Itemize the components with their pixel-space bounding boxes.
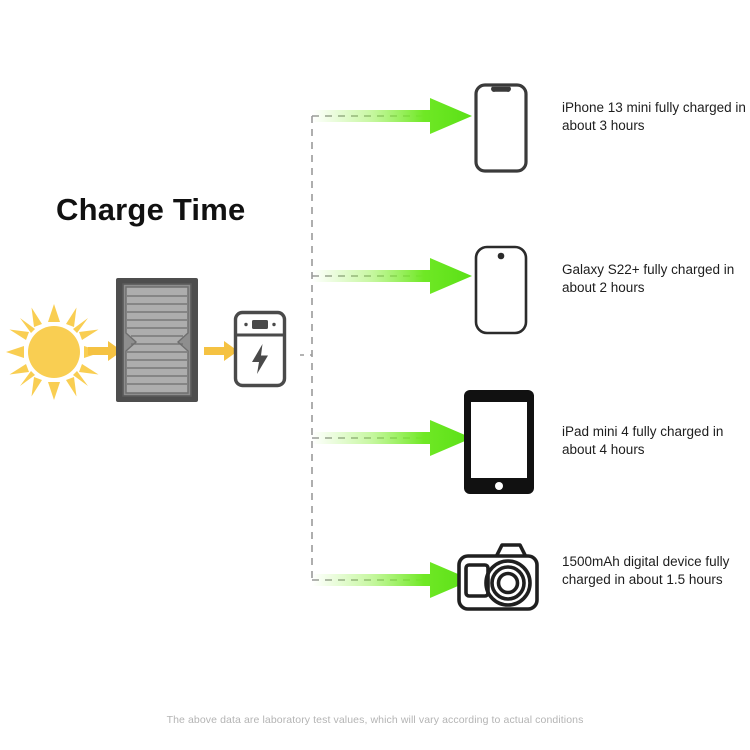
dashed-connector-tree	[284, 100, 470, 600]
iphone-icon	[474, 83, 528, 173]
camera-icon	[456, 539, 540, 613]
page-title: Charge Time	[56, 192, 246, 227]
power-station-icon	[233, 310, 287, 388]
green-arrow-icon-device-1	[312, 94, 472, 138]
green-arrow-icon-device-2	[312, 254, 472, 298]
solar-panel-icon	[116, 278, 198, 402]
device-caption-iphone: iPhone 13 mini fully charged in about 3 …	[562, 100, 746, 133]
ipad-icon	[464, 390, 534, 494]
device-caption-camera: 1500mAh digital device fully charged in …	[562, 554, 730, 587]
green-arrow-icon-device-3	[312, 416, 472, 460]
arrow-right-icon-panel-to-station	[204, 339, 238, 363]
device-caption-galaxy: Galaxy S22+ fully charged in about 2 hou…	[562, 262, 735, 295]
footer-disclaimer: The above data are laboratory test value…	[166, 714, 584, 726]
device-caption-ipad: iPad mini 4 fully charged in about 4 hou…	[562, 424, 724, 457]
green-arrow-icon-device-4	[312, 558, 472, 602]
arrow-right-icon-sun-to-panel	[88, 339, 122, 363]
galaxy-phone-icon	[474, 245, 528, 335]
